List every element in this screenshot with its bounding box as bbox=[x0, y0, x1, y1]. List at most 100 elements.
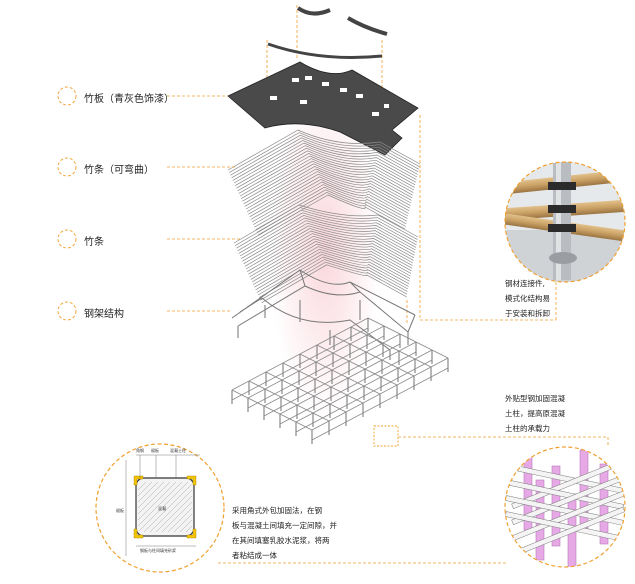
bamboo-strip-curved bbox=[250, 179, 409, 220]
marker-circle-strip bbox=[57, 229, 77, 249]
bamboo-strip-curved bbox=[237, 150, 416, 192]
bamboo-strip-straight bbox=[256, 254, 409, 293]
grid-beam bbox=[367, 317, 449, 359]
bamboo-strip-straight bbox=[257, 256, 409, 296]
note-column-line: 土柱的承载力 bbox=[505, 424, 550, 433]
angle-steel-br bbox=[186, 528, 197, 539]
note-section: 采用角式外包加固法，在钢 板与混凝土间填充一定间隙，并 在其间填塞乳胶水泥浆，将… bbox=[232, 503, 337, 563]
note-column-line: 外贴型钢加固混凝 bbox=[505, 394, 565, 403]
note-connector: 钢材连接件, 模式化结构易 于安装和拆卸 bbox=[505, 276, 550, 321]
bamboo-strip-curved bbox=[247, 171, 411, 212]
bamboo-strip-curved bbox=[253, 184, 408, 225]
bamboo-strip-straight bbox=[261, 264, 407, 304]
bamboo-strip-curved bbox=[256, 192, 406, 233]
angle-steel-bl bbox=[133, 528, 144, 539]
section-label-column: 混凝土柱 bbox=[170, 447, 186, 453]
bamboo-strip-curved bbox=[257, 194, 406, 236]
concrete-hatch bbox=[149, 481, 192, 533]
layer-steel-frame bbox=[231, 269, 416, 360]
note-column-line: 土柱，提高原混凝 bbox=[505, 409, 565, 418]
section-label-center: 混凝 bbox=[158, 505, 166, 511]
note-section-line: 板与混凝土间填充一定间隙，并 bbox=[232, 521, 337, 530]
bamboo-strip-straight bbox=[260, 261, 408, 301]
concrete-hatch bbox=[138, 481, 183, 533]
layer-base-grid bbox=[231, 317, 449, 444]
bamboo-strip-curved bbox=[230, 134, 419, 176]
bamboo-strip-curved bbox=[248, 173, 410, 215]
bamboo-strip-curved bbox=[243, 163, 413, 205]
bamboo-strip-curved bbox=[238, 153, 415, 194]
grid-beam bbox=[350, 326, 432, 368]
leader-lines bbox=[167, 95, 609, 564]
note-connector-line: 模式化结构易 bbox=[505, 294, 550, 303]
concrete-hatch bbox=[138, 481, 171, 533]
bamboo-strip-straight bbox=[239, 217, 416, 257]
section-label-angle: 角钢 bbox=[136, 447, 144, 453]
bamboo-strip-curved bbox=[251, 181, 409, 223]
bamboo-strip-curved bbox=[254, 186, 407, 228]
label-bamboo-strip-bendable: 竹条（可弯曲） bbox=[84, 165, 154, 176]
bamboo-strip-straight bbox=[255, 251, 410, 291]
bamboo-strip-curved bbox=[229, 132, 420, 173]
layer-bamboo-strip bbox=[233, 204, 419, 304]
column-detail bbox=[504, 446, 626, 568]
bamboo-strip-curved bbox=[249, 176, 410, 218]
concrete-hatch bbox=[143, 481, 192, 533]
bamboo-strip-curved bbox=[255, 189, 407, 231]
bamboo-strip-curved bbox=[245, 168, 412, 210]
bamboo-strip-straight bbox=[236, 209, 418, 249]
section-label-batten-top: 缀板 bbox=[151, 447, 159, 453]
bamboo-strip-straight bbox=[253, 246, 411, 285]
marker-circle-steel bbox=[57, 301, 77, 321]
angle-steel-tl bbox=[133, 475, 144, 486]
angle-steel-tr bbox=[186, 475, 197, 486]
section-label-batten-left: 缀板 bbox=[116, 507, 124, 513]
bamboo-strip-straight bbox=[245, 230, 414, 270]
section-detail: 角钢 缀板 混凝土柱 缀板 混凝 钢板与柱间填充砂浆 bbox=[95, 443, 225, 573]
bamboo-strip-straight bbox=[238, 215, 417, 254]
section-label-bottom: 钢板与柱间填充砂浆 bbox=[140, 547, 176, 553]
bamboo-strip-curved bbox=[235, 145, 417, 186]
note-section-line: 者粘结成一体 bbox=[232, 551, 277, 560]
label-bamboo-board: 竹板（青灰色饰漆） bbox=[84, 94, 174, 105]
bamboo-strip-straight bbox=[250, 241, 412, 280]
bamboo-strip-straight bbox=[254, 248, 410, 288]
ridge-piece-right bbox=[346, 16, 388, 36]
bamboo-strip-straight bbox=[242, 222, 415, 262]
bamboo-strip-curved bbox=[239, 155, 415, 197]
grid-beam bbox=[231, 389, 313, 431]
column-section-outline bbox=[135, 477, 195, 537]
bamboo-strip-curved bbox=[233, 142, 418, 184]
bamboo-strip-straight bbox=[233, 204, 419, 244]
ridge-piece-left bbox=[296, 6, 331, 16]
label-steel-frame: 钢架结构 bbox=[84, 309, 124, 320]
marker-circle-bendable bbox=[57, 157, 77, 177]
column-highlight bbox=[373, 425, 399, 447]
bamboo-strip-straight bbox=[251, 243, 411, 283]
layer-bamboo-board bbox=[227, 61, 419, 156]
concrete-hatch bbox=[138, 481, 189, 533]
grid-beam bbox=[265, 371, 347, 413]
bamboo-strip-curved bbox=[232, 140, 418, 181]
bamboo-strip-curved bbox=[236, 147, 416, 189]
concrete-hatch bbox=[138, 481, 153, 533]
grid-beam bbox=[299, 353, 381, 395]
concrete-hatch bbox=[179, 481, 192, 533]
bamboo-strip-straight bbox=[249, 238, 412, 278]
bamboo-strip-curved bbox=[231, 137, 419, 179]
layer-bamboo-strip-bendable bbox=[227, 129, 421, 236]
bamboo-strip-straight bbox=[247, 233, 413, 272]
note-column: 外贴型钢加固混凝 土柱，提高原混凝 土柱的承载力 bbox=[505, 391, 565, 436]
grid-beam bbox=[282, 362, 364, 404]
bamboo-strip-straight bbox=[237, 212, 417, 252]
bamboo-strip-curved bbox=[241, 158, 414, 199]
bamboo-strip-curved bbox=[227, 129, 421, 171]
bamboo-strip-straight bbox=[235, 207, 418, 246]
concrete-hatch bbox=[173, 481, 192, 533]
bamboo-strip-straight bbox=[259, 259, 408, 298]
concrete-hatch bbox=[155, 481, 192, 533]
connector-detail bbox=[504, 161, 626, 283]
grid-beam bbox=[248, 380, 330, 422]
bamboo-strip-straight bbox=[243, 225, 415, 265]
